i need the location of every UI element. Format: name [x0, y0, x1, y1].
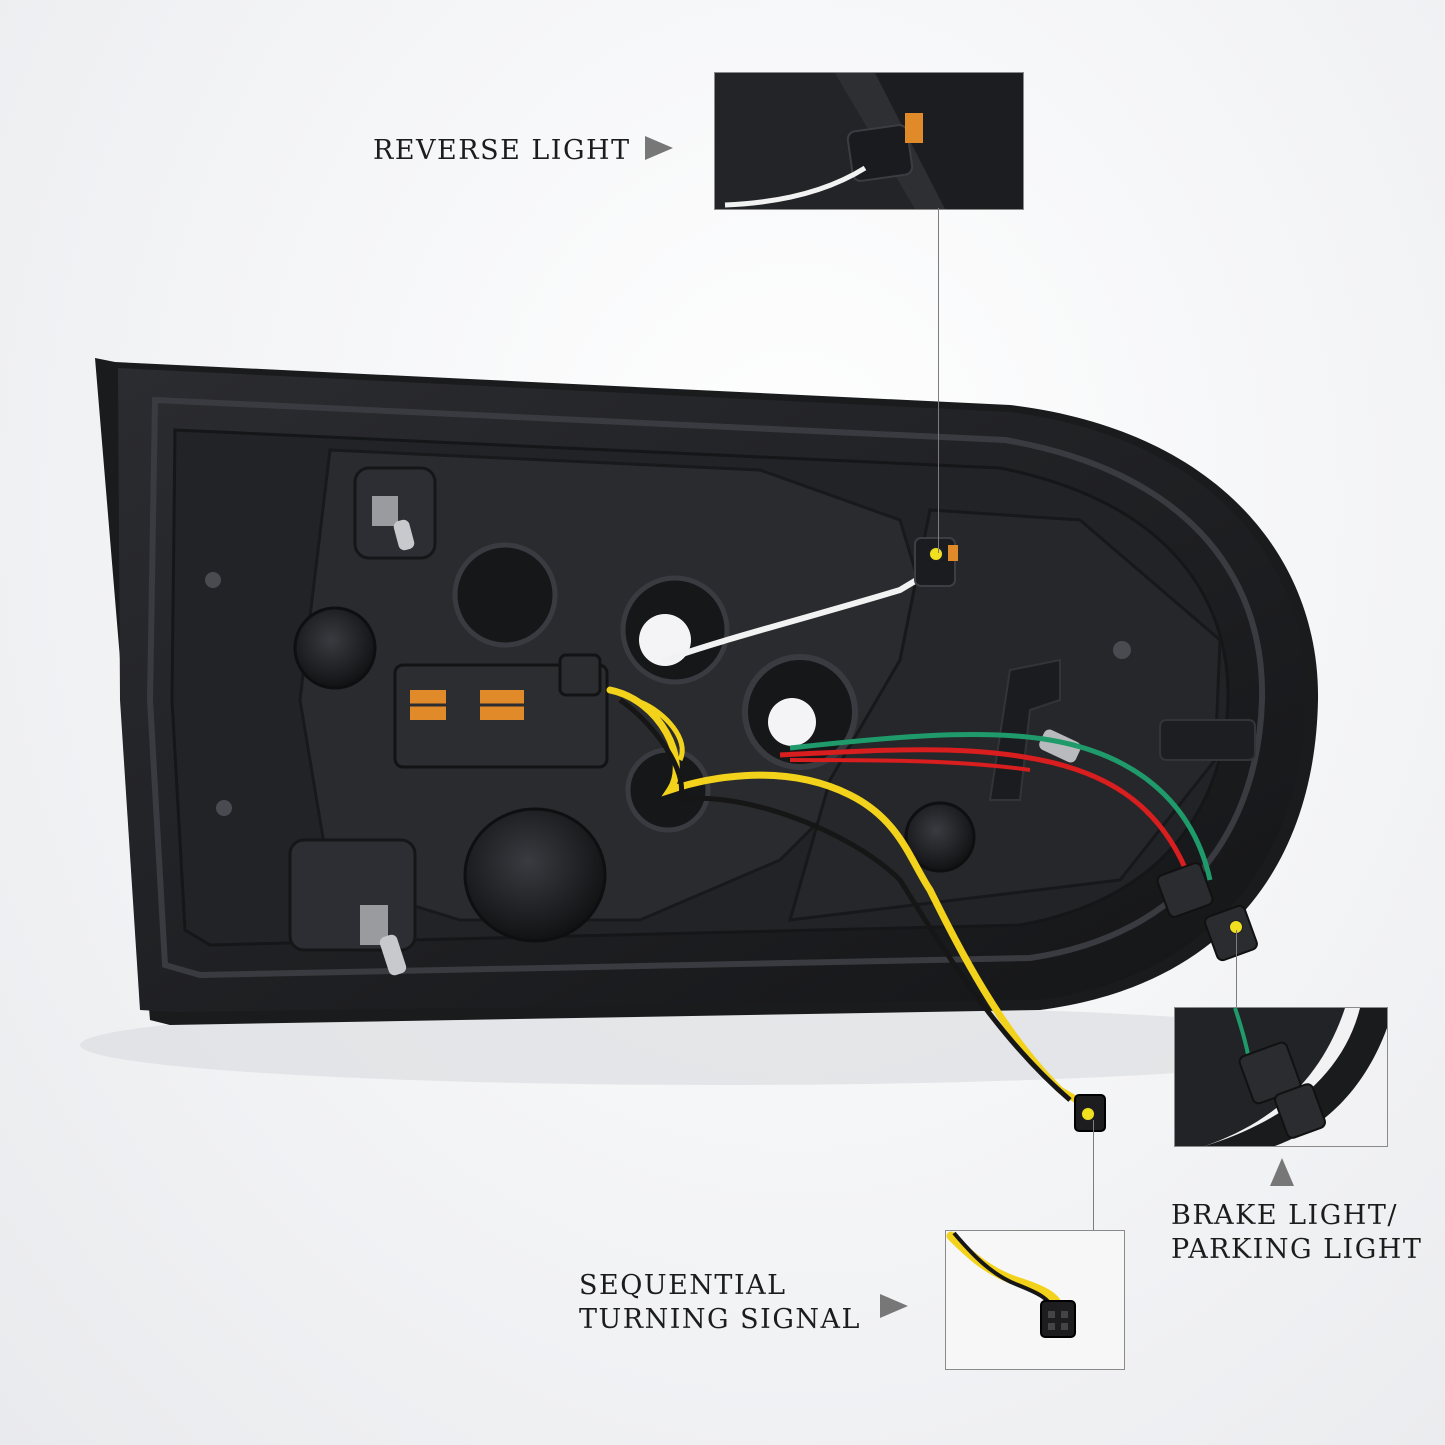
turn-signal-label-line1: SEQUENTIAL	[579, 1270, 787, 1301]
reverse-marker-dot	[929, 547, 943, 561]
wire-red	[779, 747, 1193, 881]
wire-green	[789, 732, 1213, 881]
reverse-leader-line	[938, 208, 939, 553]
turn-leader-line	[1093, 1120, 1094, 1230]
turn-arrow-icon	[880, 1294, 908, 1318]
brake-light-inset	[1174, 1007, 1388, 1147]
turn-signal-inset	[945, 1230, 1125, 1370]
brake-light-label-line2: PARKING LIGHT	[1171, 1234, 1423, 1265]
brake-arrow-icon	[1270, 1158, 1294, 1186]
bulb-socket	[452, 542, 558, 648]
grommet-plug	[293, 606, 377, 690]
reverse-light-label: REVERSE LIGHT	[373, 135, 631, 166]
brake-leader-line	[1236, 930, 1237, 1007]
turn-signal-label-line2: TURNING SIGNAL	[579, 1304, 861, 1335]
reverse-light-inset	[714, 72, 1024, 210]
reverse-arrow-icon	[645, 136, 673, 160]
turn-marker-dot	[1081, 1107, 1095, 1121]
wire-white	[662, 572, 928, 663]
brake-light-label-line1: BRAKE LIGHT/	[1171, 1200, 1398, 1231]
